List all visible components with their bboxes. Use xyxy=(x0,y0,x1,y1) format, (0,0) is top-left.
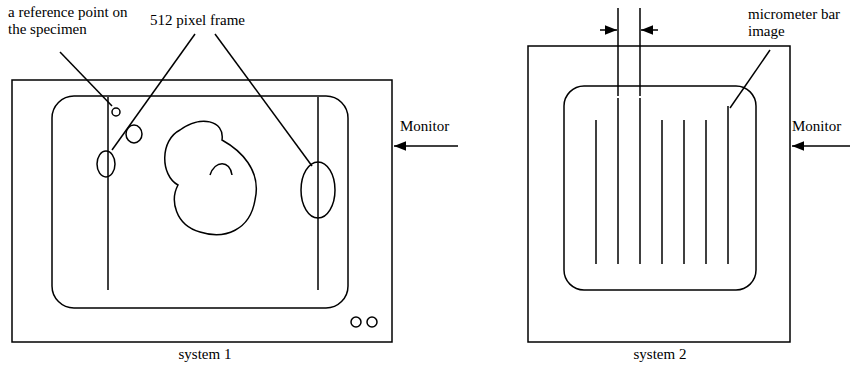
knob xyxy=(367,317,377,327)
pointer-arrow xyxy=(394,145,458,147)
leader-line xyxy=(112,34,195,150)
monitor-label: Monitor xyxy=(400,118,470,135)
bar xyxy=(595,120,597,264)
monitor-screen xyxy=(52,96,348,308)
particle xyxy=(301,162,335,218)
callout-label: a reference point on the specimen xyxy=(8,4,128,37)
caption-label: system 1 xyxy=(150,346,260,363)
frame-line xyxy=(317,97,319,290)
monitor-label: Monitor xyxy=(792,118,854,135)
frame-line xyxy=(107,97,109,290)
callout-label: micrometer bar image xyxy=(748,6,848,39)
leader-line xyxy=(730,50,770,108)
particle xyxy=(165,121,257,234)
leader-line xyxy=(215,34,312,166)
knob xyxy=(351,317,361,327)
dimension-line xyxy=(639,8,641,96)
dimension-arrow xyxy=(641,29,658,31)
monitor-screen xyxy=(564,86,756,290)
bar xyxy=(617,98,619,264)
monitor-housing xyxy=(12,80,392,342)
monitor-housing xyxy=(528,46,790,342)
bar xyxy=(705,120,707,264)
leader-line xyxy=(60,52,112,106)
pointer-arrow xyxy=(792,145,850,147)
dimension-line xyxy=(617,8,619,96)
caption-label: system 2 xyxy=(605,346,715,363)
dimension-arrow xyxy=(600,29,617,31)
particle xyxy=(97,151,115,177)
callout-label: 512 pixel frame xyxy=(150,12,280,29)
reference-point xyxy=(112,108,120,116)
bar xyxy=(639,98,641,264)
bar xyxy=(683,120,685,264)
particle-edge xyxy=(210,164,232,175)
bar xyxy=(727,106,729,264)
bar xyxy=(661,120,663,264)
